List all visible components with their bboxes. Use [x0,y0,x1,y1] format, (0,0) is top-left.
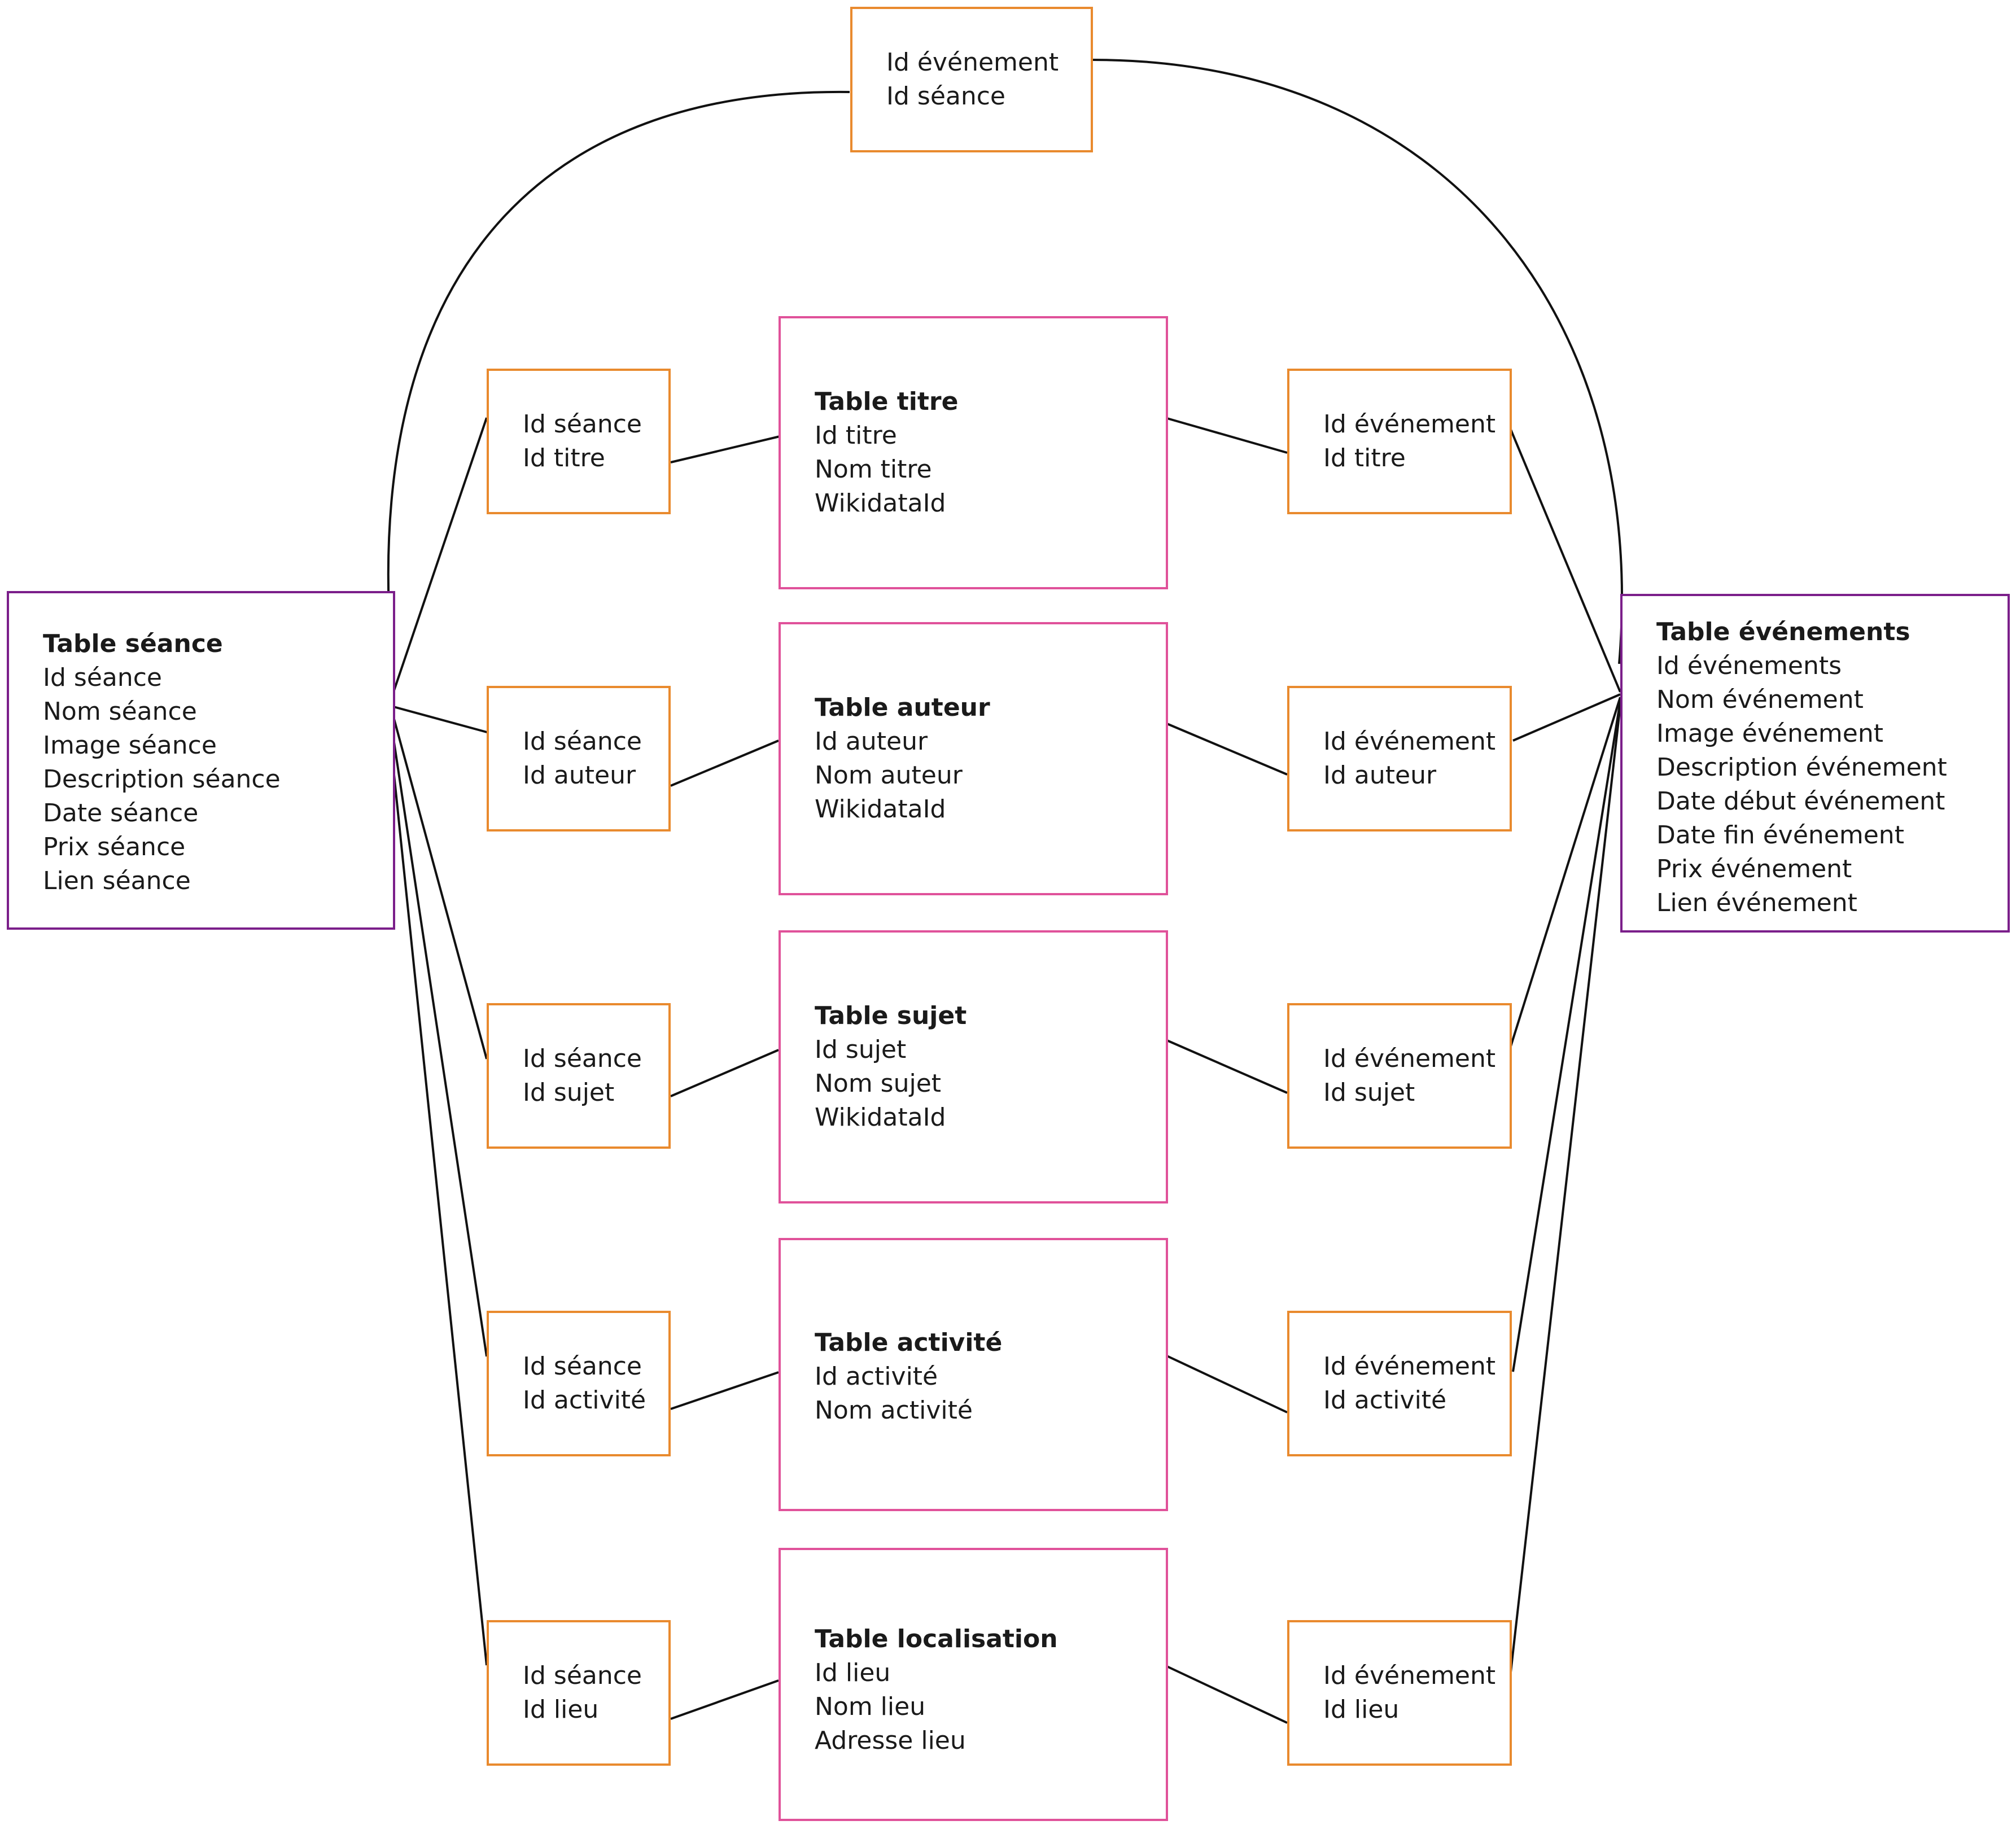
table-evenements-title: Table événements [1656,618,1910,646]
connector-localisation-evenement [1166,1665,1288,1724]
table-seance-field: Nom séance [43,697,197,726]
connector-seance-top-link [387,90,850,664]
junction-seance-sujet: Id séance Id sujet [487,1003,671,1149]
table-seance-field: Id séance [43,663,162,692]
junction-field: Id événement [1323,1352,1496,1381]
table-sujet-field: Nom sujet [815,1069,942,1098]
table-activite: Table activité Id activité Nom activité [779,1238,1168,1511]
table-localisation-field: Nom lieu [815,1692,926,1721]
table-evenements-field: Nom événement [1656,685,1864,714]
junction-seance-localisation: Id séance Id lieu [487,1620,671,1766]
table-auteur: Table auteur Id auteur Nom auteur Wikida… [779,622,1168,895]
table-titre-field: Nom titre [815,455,932,484]
junction-field: Id sujet [1323,1078,1415,1107]
junction-field: Id événement [1323,1044,1496,1073]
connector-localisation-seance [670,1679,779,1720]
table-seance-title: Table séance [43,629,223,658]
junction-evenement-localisation: Id événement Id lieu [1287,1620,1512,1766]
table-titre: Table titre Id titre Nom titre WikidataI… [779,316,1168,589]
junction-seance-activite: Id séance Id activité [487,1311,671,1456]
connector-seance-auteur-link [393,706,489,734]
table-sujet: Table sujet Id sujet Nom sujet WikidataI… [779,930,1168,1203]
table-auteur-field: Id auteur [815,727,928,756]
junction-field: Id séance [523,727,642,756]
table-activite-field: Nom activité [815,1396,973,1425]
junction-field: Id sujet [523,1078,615,1107]
junction-field: Id séance [886,82,1005,111]
junction-seance-titre: Id séance Id titre [487,369,671,514]
junction-field: Id événement [1323,1661,1496,1690]
connector-evenement-auteur-link [1512,693,1621,742]
junction-field: Id lieu [523,1695,599,1724]
connector-seance-localisation-link [390,742,488,1666]
table-evenements-field: Description événement [1656,753,1947,782]
table-auteur-field: Nom auteur [815,761,963,790]
junction-field: Id événement [1323,727,1496,756]
table-activite-title: Table activité [815,1328,1003,1357]
junction-field: Id activité [1323,1386,1447,1415]
table-seance-field: Lien séance [43,866,191,895]
table-localisation: Table localisation Id lieu Nom lieu Adre… [779,1548,1168,1821]
connector-sujet-evenement [1166,1039,1288,1094]
junction-evenement-activite: Id événement Id activité [1287,1311,1512,1456]
junction-evenement-auteur: Id événement Id auteur [1287,686,1512,831]
table-titre-title: Table titre [815,387,959,416]
table-localisation-field: Id lieu [815,1658,891,1687]
table-auteur-field: WikidataId [815,795,946,824]
junction-field: Id séance [523,410,642,439]
junction-field: Id auteur [1323,761,1437,790]
connector-titre-evenement [1166,417,1288,454]
junction-field: Id événement [1323,410,1496,439]
connector-seance-activite-link [391,730,488,1357]
table-sujet-field: WikidataId [815,1103,946,1132]
junction-evenement-titre: Id événement Id titre [1287,369,1512,514]
connector-auteur-seance [670,739,779,787]
table-sujet-title: Table sujet [815,1001,967,1030]
connector-titre-seance [670,434,788,463]
table-sujet-field: Id sujet [815,1035,907,1064]
table-evenements-field: Image événement [1656,719,1883,748]
connector-top-link-evenements [1092,59,1623,664]
junction-field: Id séance [523,1352,642,1381]
table-auteur-title: Table auteur [815,693,990,722]
table-seance-field: Date séance [43,799,199,828]
table-localisation-title: Table localisation [815,1625,1058,1653]
table-seance: Table séance Id séance Nom séance Image … [7,591,395,930]
table-evenements-field: Id événements [1656,651,1842,680]
table-evenements-field: Date début événement [1656,787,1945,816]
table-activite-field: Id activité [815,1362,938,1391]
junction-seance-auteur: Id séance Id auteur [487,686,671,831]
junction-field: Id événement [886,48,1059,77]
connector-auteur-evenement [1166,723,1288,776]
connector-activite-evenement [1166,1355,1288,1413]
connector-evenement-sujet-link [1508,697,1621,1051]
junction-field: Id lieu [1323,1695,1400,1724]
table-evenements-field: Date fin événement [1656,821,1904,850]
table-evenements-field: Prix événement [1656,855,1852,883]
table-evenements: Table événements Id événements Nom événe… [1620,594,2010,933]
junction-field: Id auteur [523,761,636,790]
junction-field: Id séance [523,1661,642,1690]
connector-sujet-seance [670,1049,779,1097]
junction-field: Id activité [523,1386,646,1415]
table-titre-field: WikidataId [815,489,946,518]
connector-evenement-activite-link [1512,701,1621,1372]
connector-seance-sujet-link [392,716,488,1060]
junction-field: Id titre [523,444,605,472]
connector-activite-seance [670,1371,779,1410]
junction-evenement-sujet: Id événement Id sujet [1287,1003,1512,1149]
junction-field: Id titre [1323,444,1406,472]
connector-seance-titre-link [392,417,488,693]
junction-field: Id séance [523,1044,642,1073]
connector-evenement-localisation-link [1508,705,1621,1683]
table-evenements-field: Lien événement [1656,889,1857,917]
table-titre-field: Id titre [815,421,897,450]
table-seance-field: Image séance [43,731,217,760]
table-seance-field: Prix séance [43,833,186,861]
table-localisation-field: Adresse lieu [815,1726,966,1755]
connector-evenement-titre-link [1508,426,1621,693]
table-seance-field: Description séance [43,765,281,794]
junction-evenement-seance: Id événement Id séance [850,7,1093,152]
